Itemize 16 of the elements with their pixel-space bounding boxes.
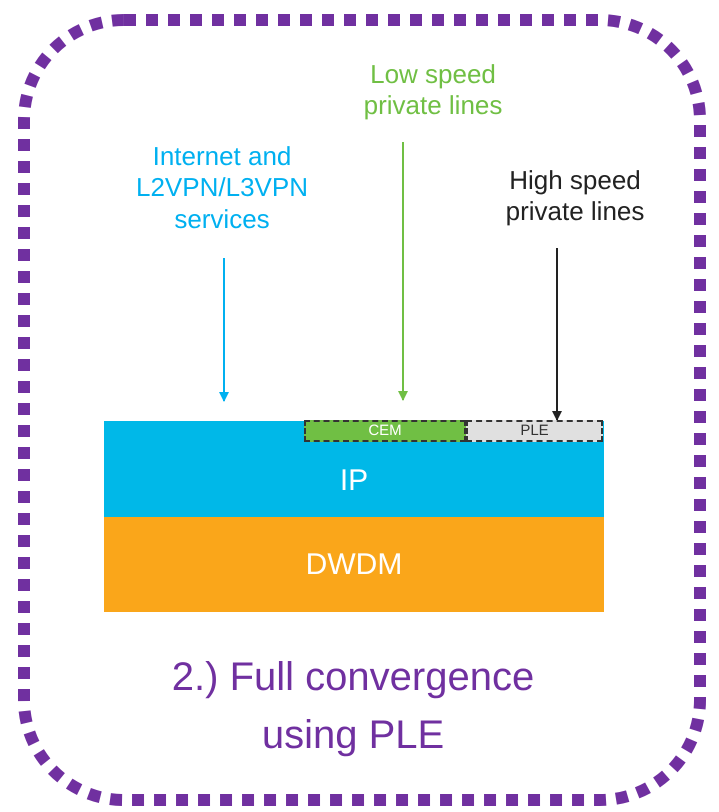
layer-label: DWDM xyxy=(306,546,402,582)
dotted-frame xyxy=(18,14,706,806)
layer-tab xyxy=(304,420,466,442)
layer-band xyxy=(104,517,604,612)
layer-label: PLE xyxy=(520,422,549,440)
service-label: Internet and L2VPN/L3VPN services xyxy=(135,141,309,235)
arrow xyxy=(219,258,229,402)
layer-tab xyxy=(466,420,603,442)
arrow xyxy=(552,248,562,421)
caption: 2.) Full convergence using PLE xyxy=(170,654,536,759)
layer-label: IP xyxy=(340,463,368,499)
service-label: Low speed private lines xyxy=(362,58,504,122)
layer-band xyxy=(104,421,604,517)
service-label: High speed private lines xyxy=(504,164,646,228)
arrow xyxy=(398,142,408,401)
layer-label: CEM xyxy=(368,422,402,440)
